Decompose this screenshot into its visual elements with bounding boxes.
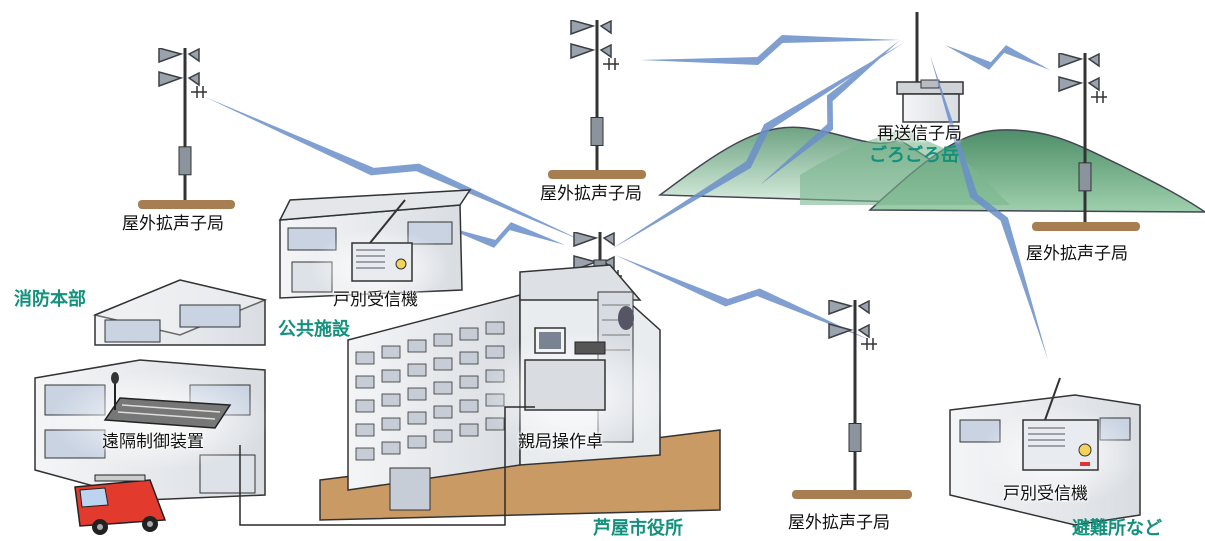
fire-engine-icon: [74, 474, 167, 535]
speaker-label-top-center: 屋外拡声子局: [540, 184, 642, 204]
loudspeaker-masts: [138, 20, 1140, 499]
master-console-label: 親局操作卓: [518, 432, 603, 452]
speaker-label-right: 屋外拡声子局: [1026, 244, 1128, 264]
relay-station-label: 再送信子局: [877, 124, 962, 144]
site-label-public-facility: 公共施設: [278, 319, 350, 340]
receiver-public-label: 戸別受信機: [333, 290, 418, 310]
site-label-mountain: ごろごろ岳: [869, 145, 959, 166]
radio-wave-beam: [760, 40, 900, 185]
radio-wave-beam: [640, 35, 900, 65]
public-facility-building: [278, 189, 472, 308]
radio-wave-beam: [615, 255, 870, 340]
radio-wave-beam: [440, 222, 565, 248]
radio-wave-beam: [945, 45, 1050, 70]
loudspeaker-icon: [828, 300, 870, 339]
shelter-building: [949, 377, 1141, 526]
master-console-desk: [524, 359, 606, 411]
site-label-shelter: 避難所など: [1072, 518, 1162, 539]
antenna-mast-icon: [548, 20, 646, 179]
radio-wave-beam: [205, 97, 585, 242]
radio-wave-beam: [930, 55, 1048, 360]
loudspeaker-icon: [570, 20, 612, 59]
radio-wave-link-icon: [205, 35, 1050, 360]
loudspeaker-icon: [1058, 53, 1100, 92]
site-label-fire-hq: 消防本部: [14, 289, 86, 310]
mountain-goro-goro-dake: [657, 126, 1205, 213]
speaker-label-top-left: 屋外拡声子局: [122, 214, 224, 234]
relay-station-hut: [896, 12, 964, 123]
antenna-mast-icon: [1032, 53, 1140, 231]
remote-control-label: 遠隔制御装置: [102, 432, 204, 452]
antenna-mast-icon: [138, 48, 235, 209]
antenna-mast-icon: [792, 300, 912, 499]
speaker-label-bottom: 屋外拡声子局: [788, 513, 890, 533]
radio-wave-beam: [610, 42, 905, 250]
site-label-city-hall: 芦屋市役所: [593, 518, 683, 539]
loudspeaker-icon: [158, 48, 200, 87]
fire-hq-building: [34, 279, 270, 501]
receiver-shelter-label: 戸別受信機: [1003, 484, 1088, 504]
city-hall-building: [239, 264, 721, 526]
